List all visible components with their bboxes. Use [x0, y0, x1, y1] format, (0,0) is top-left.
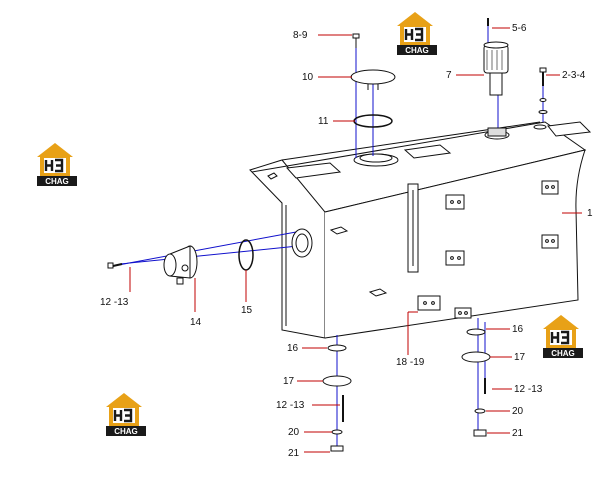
part-washer-20-right	[474, 408, 486, 414]
watermark-logo-right: CHAG	[541, 313, 585, 360]
callout-labels: 1 2-3-4 5-6 7 8-9 10 11 12 -13 14 15 16 …	[100, 23, 593, 459]
leader-lines	[129, 27, 582, 453]
callout-16-right: 16	[512, 324, 524, 335]
part-flange-17-left	[322, 375, 352, 387]
callout-12-13-right: 12 -13	[514, 384, 543, 395]
callout-12-13-bottom: 12 -13	[276, 400, 305, 411]
callout-18-19: 18 -19	[396, 357, 425, 368]
part-plug-21-right	[473, 429, 487, 437]
hydraulic-tank-body	[249, 121, 592, 339]
watermark-text: CHAG	[45, 177, 69, 186]
watermark-text: CHAG	[114, 427, 138, 436]
callout-11: 11	[318, 116, 329, 127]
part-bolt-12-13-left	[107, 262, 123, 269]
part-bolt-8-9	[352, 33, 360, 48]
watermark-text: CHAG	[405, 46, 429, 55]
callout-2-3-4: 2-3-4	[562, 70, 586, 81]
tank-side-flange	[291, 228, 313, 258]
watermark-logo-left: CHAG	[35, 141, 79, 188]
part-o-ring-15	[238, 239, 254, 271]
watermark-logo-bottom: CHAG	[104, 391, 148, 438]
tank-top-openings	[353, 124, 547, 167]
callout-14: 14	[190, 317, 202, 328]
callout-20-left: 20	[288, 427, 300, 438]
part-bolt-2-3-4	[538, 67, 548, 114]
callout-21-left: 21	[288, 448, 300, 459]
callout-5-6: 5-6	[512, 23, 527, 34]
callout-17-left: 17	[283, 376, 295, 387]
part-washer-20-left	[331, 429, 343, 435]
part-flange-17-right	[461, 351, 491, 363]
part-plug-21-left	[330, 445, 344, 452]
callout-10: 10	[302, 72, 314, 83]
callout-20-right: 20	[512, 406, 524, 417]
callout-21-right: 21	[512, 428, 524, 439]
watermark-logo-top: CHAG	[395, 10, 439, 57]
callout-1: 1	[587, 208, 593, 219]
part-suction-elbow-14	[163, 245, 198, 285]
callout-16-left: 16	[287, 343, 299, 354]
watermark-text: CHAG	[551, 349, 575, 358]
callout-7: 7	[446, 70, 452, 81]
part-washer-16-left	[327, 344, 347, 352]
callout-8-9: 8-9	[293, 30, 308, 41]
callout-17-right: 17	[514, 352, 526, 363]
part-washer-16-right	[466, 328, 486, 336]
part-breather-7	[483, 41, 509, 137]
callout-12-13-left: 12 -13	[100, 297, 129, 308]
callout-15: 15	[241, 305, 253, 316]
part-cover-10	[350, 69, 396, 90]
